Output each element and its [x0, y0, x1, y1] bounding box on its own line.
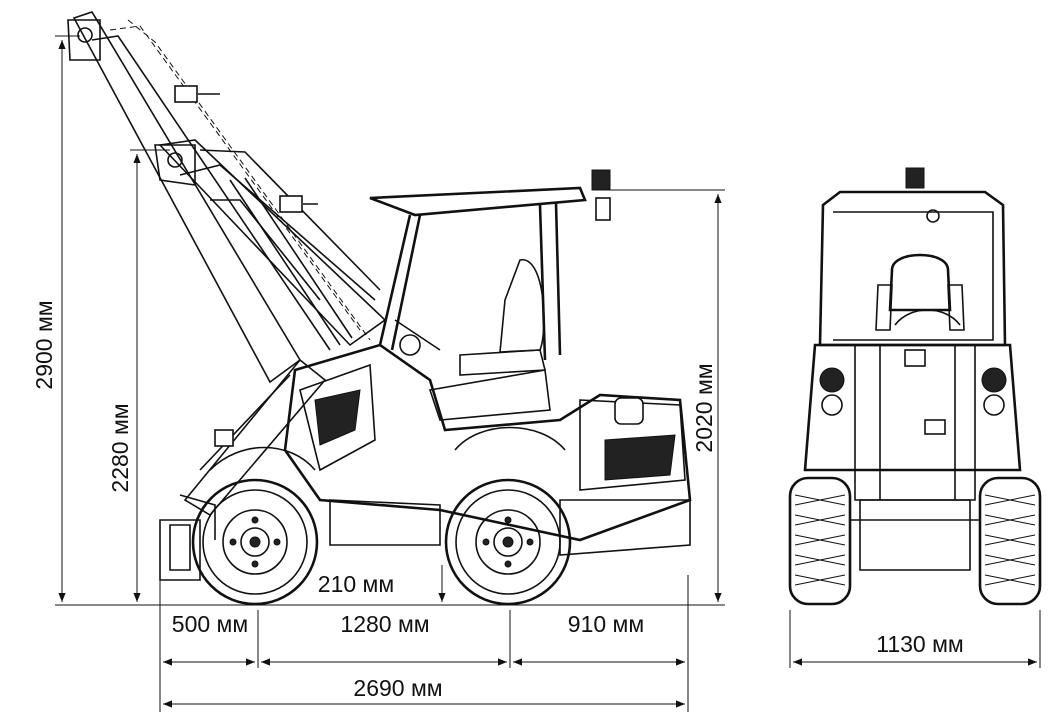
label-total-length-2690: 2690 мм — [353, 675, 442, 701]
front-view-left-tyre — [788, 476, 852, 606]
front-wheel — [191, 478, 319, 606]
label-height-2280: 2280 мм — [107, 403, 133, 492]
cab-frame — [369, 169, 611, 376]
front-view-right-tyre — [978, 476, 1042, 606]
loader-body — [209, 343, 692, 556]
side-view-loader — [67, 11, 692, 606]
label-wheelbase-1280: 1280 мм — [340, 611, 429, 637]
dimension-lines — [55, 35, 1041, 712]
label-clearance-210: 210 мм — [318, 571, 394, 597]
label-height-2900: 2900 мм — [31, 300, 57, 389]
label-front-overhang-500: 500 мм — [172, 611, 248, 637]
label-width-1130: 1130 мм — [876, 631, 963, 657]
label-height-2020: 2020 мм — [691, 363, 717, 452]
front-attachment — [159, 494, 216, 581]
telescopic-boom — [67, 11, 387, 517]
front-view-loader — [788, 167, 1042, 606]
rear-wheel — [444, 478, 572, 606]
label-rear-overhang-910: 910 мм — [568, 611, 644, 637]
